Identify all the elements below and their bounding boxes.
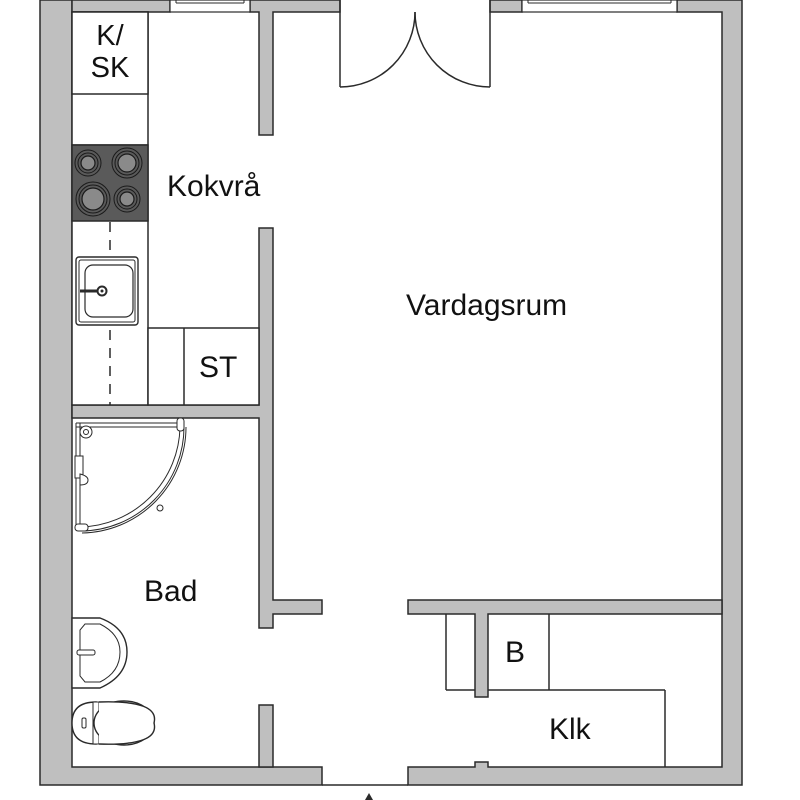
kitchen-sink	[75, 256, 139, 326]
entrance	[322, 784, 408, 800]
outer-walls	[39, 0, 743, 786]
cooktop-4-burners	[71, 144, 149, 222]
label-kitchen-storage-line1: K/	[96, 20, 124, 52]
pantry-cabinet	[147, 327, 260, 406]
label-closet: Klk	[549, 713, 591, 746]
double-door	[339, 0, 491, 88]
bathroom-sink	[71, 617, 128, 689]
top-wall-left	[71, 0, 171, 13]
closet-fittings	[445, 614, 666, 767]
window-living	[521, 0, 678, 13]
bathroom-door-stub	[258, 704, 274, 768]
top-wall-mid-right	[489, 0, 523, 13]
entrance-arrow-icon	[365, 793, 373, 800]
label-living-room: Vardagsrum	[406, 289, 568, 322]
interior-walls	[71, 227, 723, 768]
label-kitchen: Kokvrå	[167, 170, 261, 203]
kitchen-counter	[71, 11, 260, 406]
closet-top-wall	[407, 599, 723, 698]
label-kitchen-storage: K/ SK	[80, 20, 140, 84]
right-bottom-wall	[407, 0, 743, 786]
fridge-freezer	[71, 11, 149, 95]
corner-shower	[74, 417, 187, 534]
label-bathroom: Bad	[144, 575, 198, 608]
toilet	[71, 700, 156, 746]
label-pantry: ST	[199, 351, 238, 384]
window-kitchen	[169, 0, 251, 13]
top-wall-mid	[249, 0, 341, 136]
label-storage: B	[505, 636, 526, 669]
left-bottom-wall	[39, 0, 323, 786]
label-kitchen-storage-line2: SK	[90, 52, 130, 84]
